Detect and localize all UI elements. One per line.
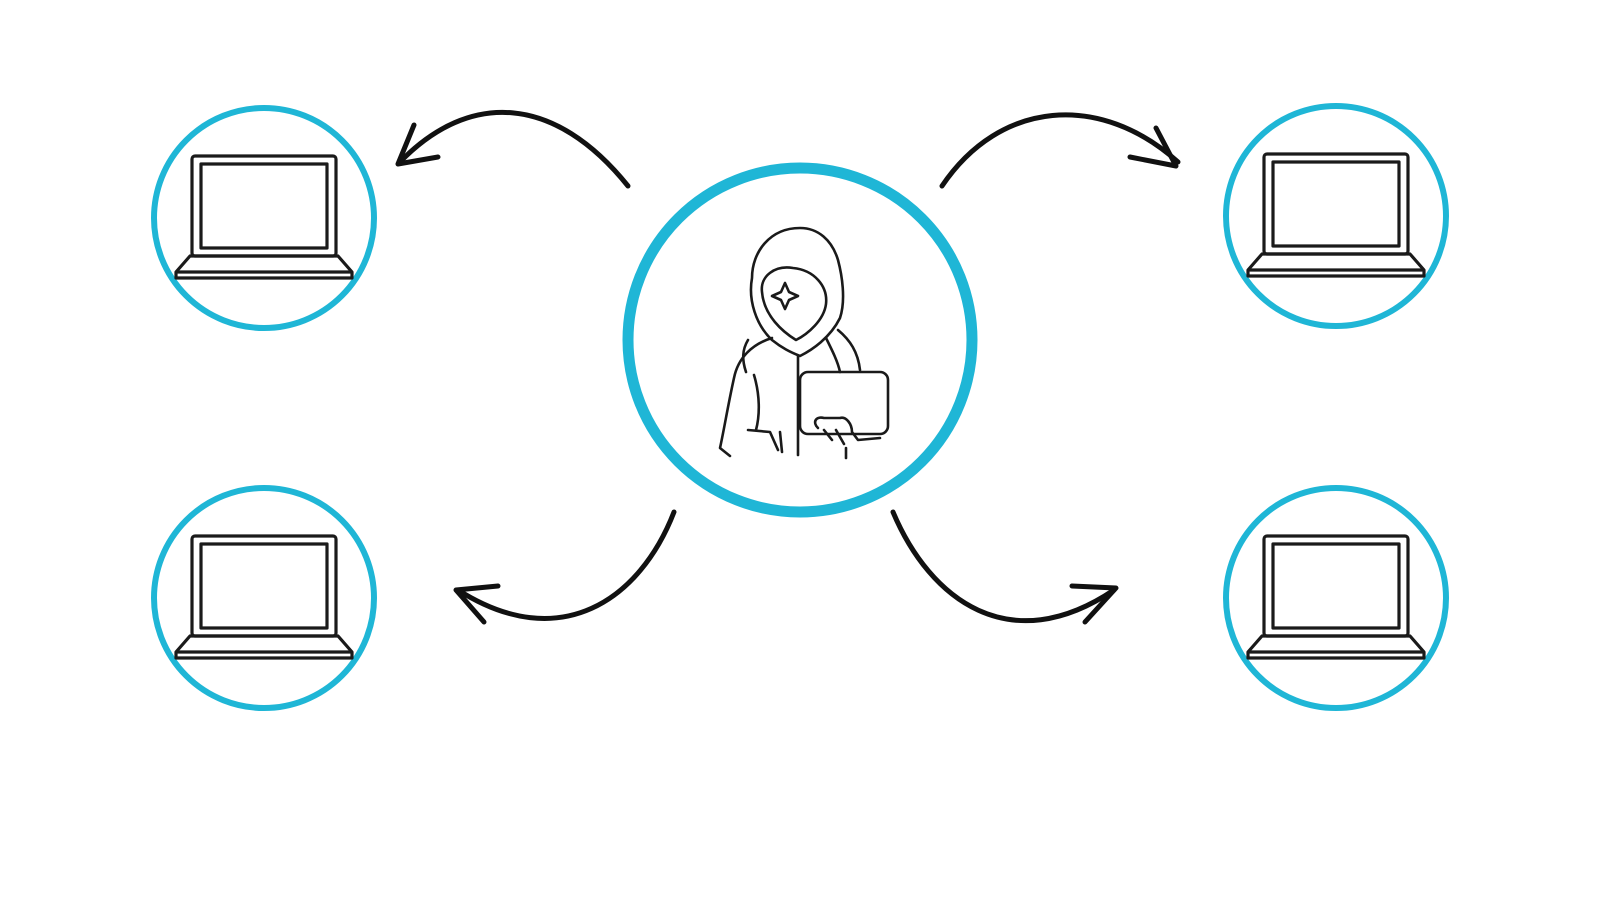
attacker-node (622, 162, 978, 518)
arrow-to-bottom-right (890, 509, 1119, 625)
victim-ring (151, 105, 377, 331)
arrow-to-top-left (395, 109, 631, 189)
victim-node-top-left (151, 105, 377, 331)
victim-node-top-right (1223, 103, 1449, 329)
arrow-to-bottom-left (453, 509, 677, 625)
victim-ring (1223, 103, 1449, 329)
victim-ring (151, 485, 377, 711)
victim-node-bottom-right (1223, 485, 1449, 711)
victim-ring (1223, 485, 1449, 711)
attacker-ring (622, 162, 978, 518)
victim-node-bottom-left (151, 485, 377, 711)
arrow-to-top-right (939, 112, 1181, 189)
hooded-hacker-icon (718, 226, 890, 460)
